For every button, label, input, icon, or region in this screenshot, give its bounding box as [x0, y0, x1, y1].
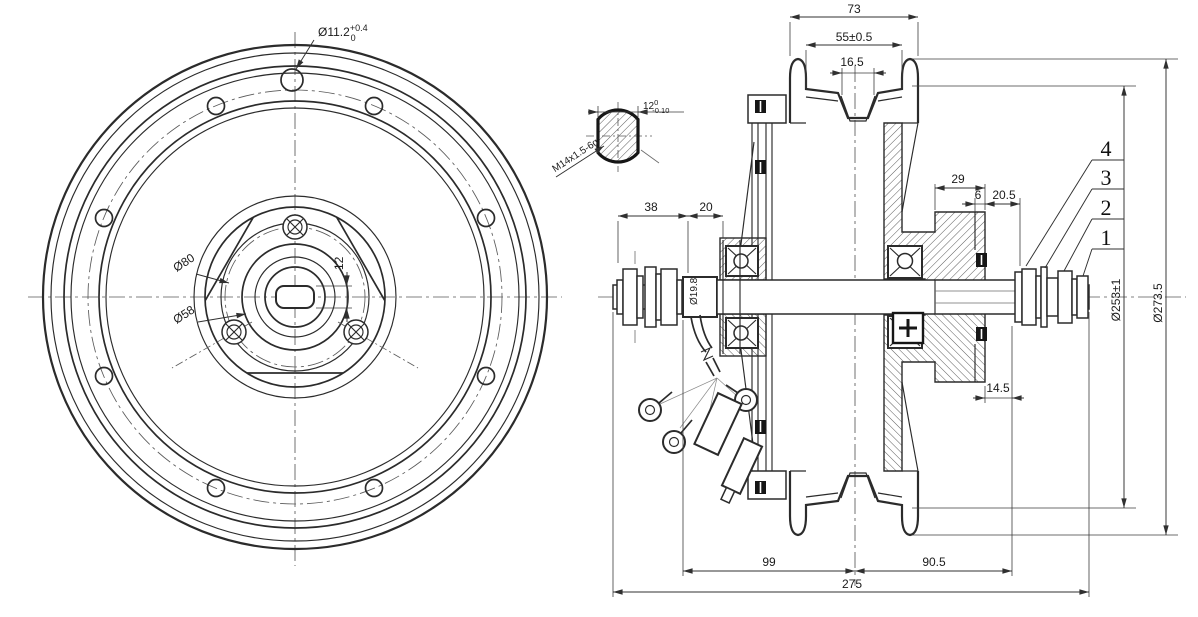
dim-text: 90.5 [922, 555, 946, 569]
dim-across-flats: 120-0.10 [588, 98, 684, 117]
callout-3: 3 [1044, 165, 1124, 269]
shaft-flats-section [596, 108, 640, 164]
rim-bolt-hole [94, 366, 114, 386]
hub-assembly [171, 195, 419, 399]
callout-4: 4 [1025, 136, 1124, 267]
dim-axle-left-step: 20 [688, 200, 724, 238]
thread-spec-text: M14x1.5-6g [550, 137, 600, 175]
rotor-cup-line [739, 141, 755, 253]
dim-boss-lip: 6 [962, 188, 985, 212]
rim-bolt-hole [364, 478, 384, 498]
right-cover-slope [901, 122, 919, 213]
connector [693, 391, 743, 457]
dim-boss-depth: 14.5 [973, 326, 1024, 403]
dim-text: 16.5 [840, 55, 864, 69]
rim-profile [788, 57, 920, 123]
rim-bolt-hole [94, 208, 114, 228]
rim-bolt-hole [476, 366, 496, 386]
shaft-detail-view: 120-0.10 M14x1.5-6g [550, 98, 684, 178]
rim-bolt-hole [206, 96, 226, 116]
dim-text: 6 [975, 188, 982, 202]
dim-text: 55±0.5 [836, 30, 873, 44]
right-bearing [887, 245, 923, 279]
across-flats-dim-text: 120-0.10 [643, 98, 669, 115]
axle-bore-double-d [275, 285, 315, 309]
dim-text: 20.5 [992, 188, 1016, 202]
axle-dia-text: Ø19.8 [689, 277, 700, 305]
dim-text: Ø253±1 [1109, 278, 1123, 321]
dim-rim-seat-width: 55±0.5 [805, 30, 903, 88]
dim-text: 99 [762, 555, 776, 569]
connector [719, 436, 764, 505]
ring-terminal [662, 419, 693, 454]
dim-overall-rim-width: 73 [789, 2, 919, 56]
dim-text: 29 [951, 172, 965, 186]
callout-number: 1 [1101, 225, 1112, 250]
left-nut-stack [616, 266, 683, 328]
dim-bolt-circle: Ø80 [170, 250, 230, 284]
rim-bolt-hole [364, 96, 384, 116]
hub-bolt [343, 319, 369, 345]
dim-flat-width: 12 [316, 256, 352, 322]
dim-text: 73 [847, 2, 861, 16]
dim-text: Ø273.5 [1151, 283, 1165, 323]
mirrored-half [718, 295, 989, 537]
bolt-circle-dim-text: Ø80 [170, 250, 197, 274]
valve-hole [280, 68, 304, 92]
side-cover-disc [751, 100, 773, 297]
dim-text: 275 [842, 577, 862, 591]
half-section-geometry [719, 57, 987, 297]
hub-bolt [221, 319, 247, 345]
dim-text: 14.5 [986, 381, 1010, 395]
thread-callout: M14x1.5-6g [550, 137, 605, 178]
dim-axle-right-step: 20.5 [985, 188, 1021, 266]
dim-seat-dia: Ø253±1 [912, 85, 1136, 509]
callout-2: 2 [1063, 195, 1124, 272]
section-view: Ø19.8 [598, 2, 1186, 597]
dim-text: 20 [699, 200, 713, 214]
callout-number: 4 [1101, 136, 1112, 161]
axle-shaft [716, 279, 1021, 315]
rim-attach-flange [747, 94, 787, 124]
callout-number: 3 [1101, 165, 1112, 190]
dim-boss-width: 29 [934, 172, 986, 210]
hub-plate-flat [336, 216, 386, 302]
dim-left-span: 99 [682, 320, 855, 576]
dim-axle-left-thread: 38 [617, 200, 689, 273]
rim-bolt-hole [476, 208, 496, 228]
rim-bolt-holes [94, 96, 496, 498]
hub-bore-dim-text: Ø58 [170, 302, 197, 326]
dim-right-span: 90.5 [855, 403, 1013, 576]
flat-width-dim-text: 12 [332, 256, 346, 270]
hub-plate-flat [204, 216, 254, 302]
plus-mark [891, 311, 925, 345]
dim-overall-axle-length: 275 [612, 312, 1090, 597]
cable-assembly [638, 314, 764, 505]
right-nut-stack [1014, 266, 1089, 328]
dim-outer-dia: Ø273.5 [912, 58, 1178, 536]
hub-bolt [282, 214, 308, 240]
dim-text: 38 [644, 200, 658, 214]
left-bearing [725, 245, 759, 277]
axle-assembly: Ø19.8 [612, 240, 1090, 354]
rim-bolt-hole [206, 478, 226, 498]
ring-terminal [638, 391, 673, 422]
dim-channel-width: 16.5 [830, 55, 886, 95]
callout-1: 1 [1082, 225, 1124, 277]
callout-number: 2 [1101, 195, 1112, 220]
